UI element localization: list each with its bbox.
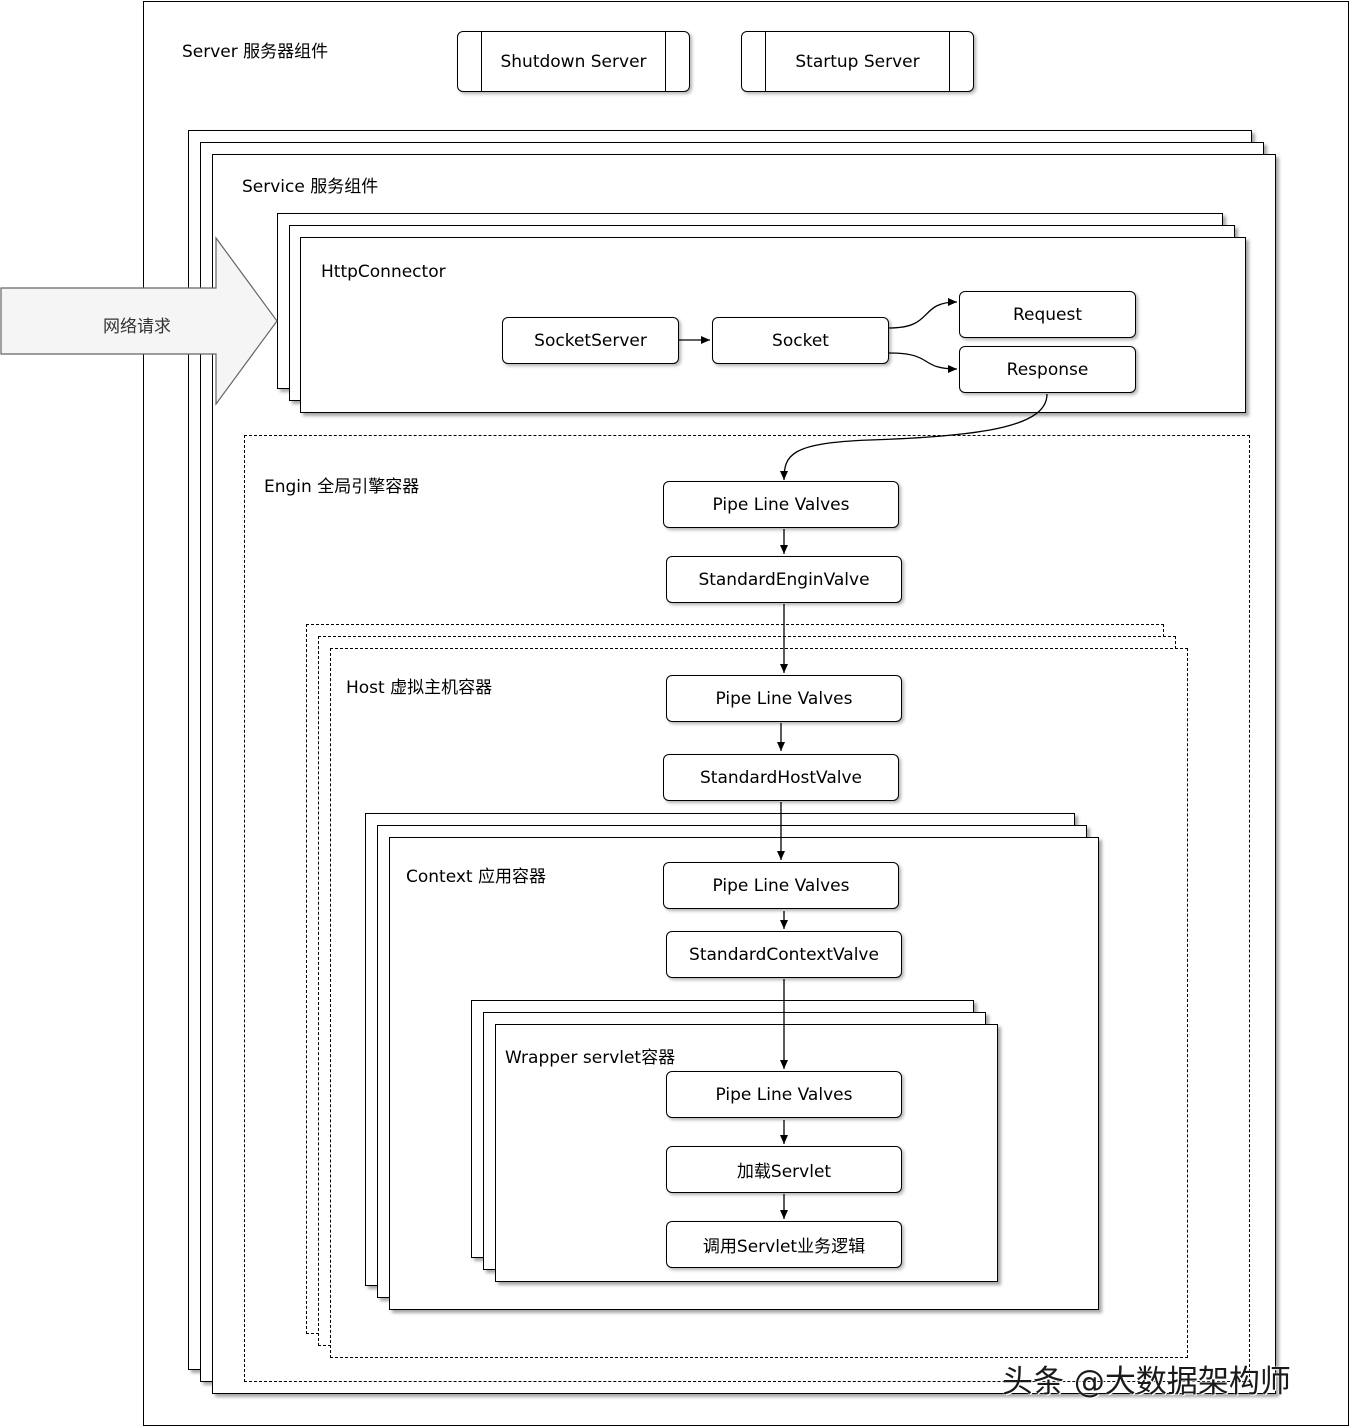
shutdown-server-label: Shutdown Server (500, 51, 647, 72)
edge-socket-response (888, 352, 958, 373)
socketserver-node[interactable]: SocketServer (502, 317, 679, 364)
request-node[interactable]: Request (959, 291, 1136, 338)
context-valve-node[interactable]: StandardContextValve (666, 931, 902, 978)
host-label: Host 虚拟主机容器 (346, 678, 493, 698)
wrapper-pipeline-node[interactable]: Pipe Line Valves (666, 1071, 902, 1118)
context-pipeline-node[interactable]: Pipe Line Valves (663, 862, 899, 909)
invoke-servlet-node[interactable]: 调用Servlet业务逻辑 (666, 1221, 902, 1268)
network-request-arrow (0, 236, 278, 406)
response-node[interactable]: Response (959, 346, 1136, 393)
engine-label: Engin 全局引擎容器 (264, 477, 420, 497)
context-label: Context 应用容器 (406, 867, 547, 887)
socket-node[interactable]: Socket (712, 317, 889, 364)
engine-valve-node[interactable]: StandardEnginValve (666, 556, 902, 603)
host-valve-node[interactable]: StandardHostValve (663, 754, 899, 801)
server-label: Server 服务器组件 (182, 42, 329, 62)
edge-response-engine (780, 393, 1048, 481)
startup-server-label: Startup Server (795, 51, 920, 72)
engine-pipeline-node[interactable]: Pipe Line Valves (663, 481, 899, 528)
watermark: 头条 @大数据架构师 (1002, 1364, 1291, 1400)
startup-server-button[interactable]: Startup Server (741, 31, 974, 92)
load-servlet-node[interactable]: 加载Servlet (666, 1146, 902, 1193)
wrapper-label: Wrapper servlet容器 (505, 1048, 676, 1068)
host-pipeline-node[interactable]: Pipe Line Valves (666, 675, 902, 722)
network-request-label: 网络请求 (103, 317, 171, 337)
service-label: Service 服务组件 (242, 177, 379, 197)
edge-socket-request (888, 298, 958, 329)
connector-label: HttpConnector (321, 262, 446, 282)
shutdown-server-button[interactable]: Shutdown Server (457, 31, 690, 92)
